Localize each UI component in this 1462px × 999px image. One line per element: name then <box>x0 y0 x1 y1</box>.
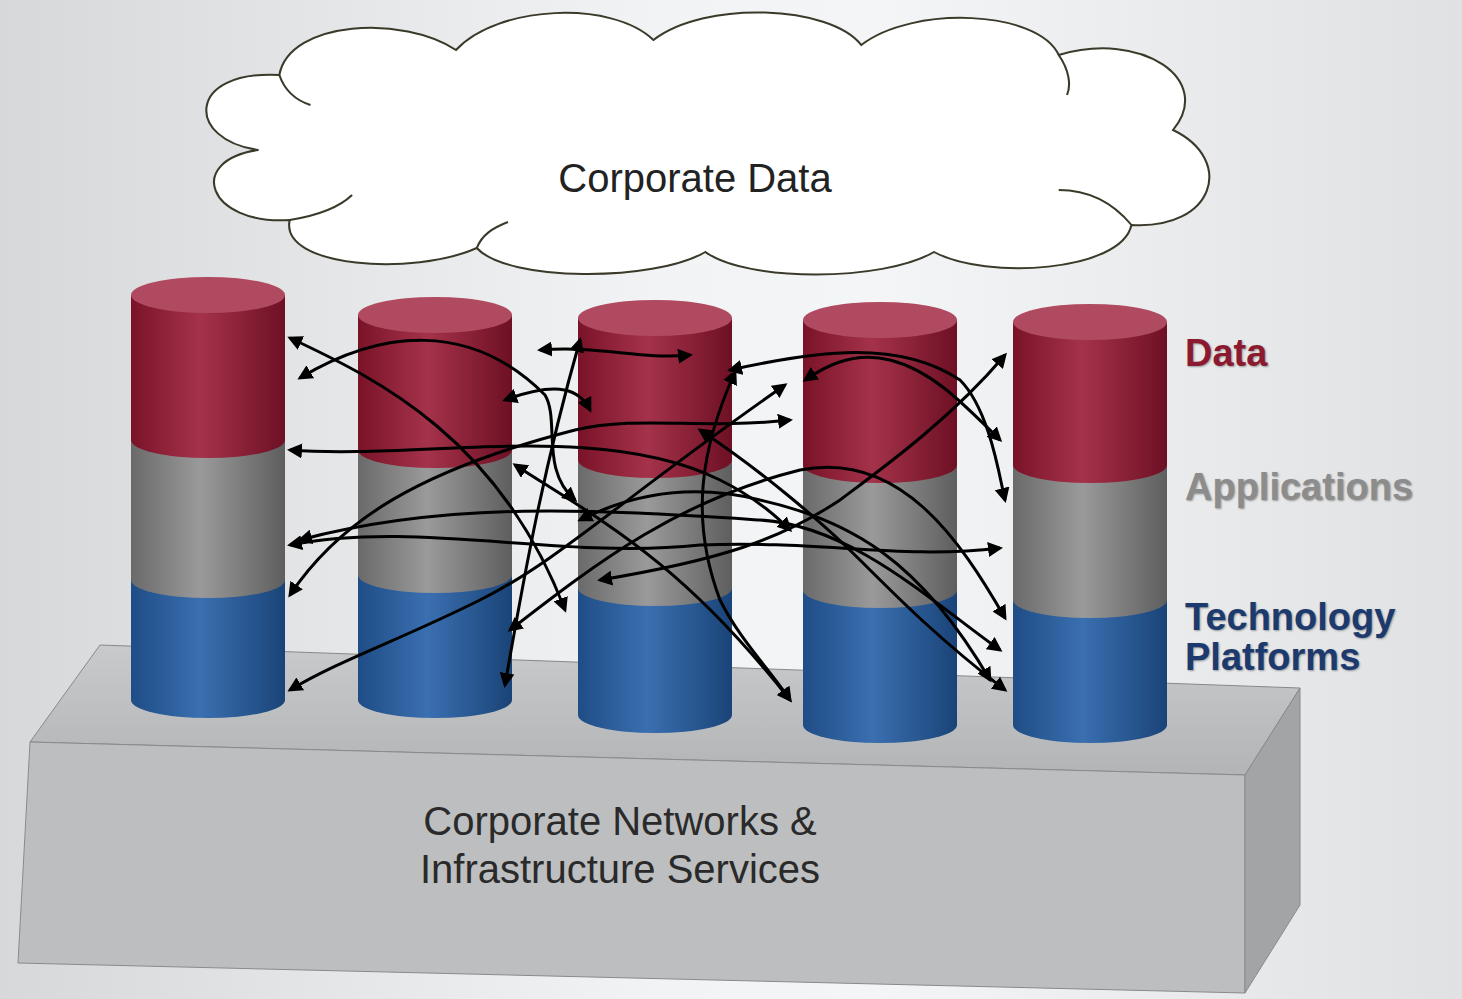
cylinder-top <box>131 277 285 313</box>
layer-label-platforms: Technology Platforms <box>1185 597 1435 677</box>
node-text: Corporate Networks & Infrastructure Serv… <box>360 797 880 893</box>
platform-section <box>131 580 285 718</box>
application-section <box>131 440 285 598</box>
data-section <box>803 320 957 483</box>
cloud-inner-arcs <box>279 55 1131 248</box>
data-section <box>358 315 512 468</box>
cylinder-top <box>578 300 732 336</box>
application-section <box>358 450 512 593</box>
platform-section <box>803 590 957 743</box>
layer-label-data: Data <box>1185 333 1445 373</box>
infrastructure-slab: Corporate Networks & Infrastructure Serv… <box>15 735 1305 997</box>
layer-label-applications: Applications <box>1185 467 1455 507</box>
cloud-outline <box>206 12 1209 274</box>
data-section <box>131 295 285 458</box>
slab-front <box>18 742 1245 993</box>
cylinders <box>131 277 1167 743</box>
application-section <box>578 460 732 606</box>
cylinder-top <box>1013 304 1167 340</box>
cylinder-top <box>358 297 512 333</box>
tangled-arrows <box>290 338 1005 700</box>
data-section <box>1013 322 1167 483</box>
cloud-shape-outline <box>165 0 1225 282</box>
platform-section <box>1013 600 1167 743</box>
application-section <box>1013 465 1167 618</box>
node-text: Corporate Data <box>165 154 1225 202</box>
cylinder-top <box>803 302 957 338</box>
slab-side <box>1245 688 1300 993</box>
cloud-shape: Corporate Data <box>165 0 1225 282</box>
